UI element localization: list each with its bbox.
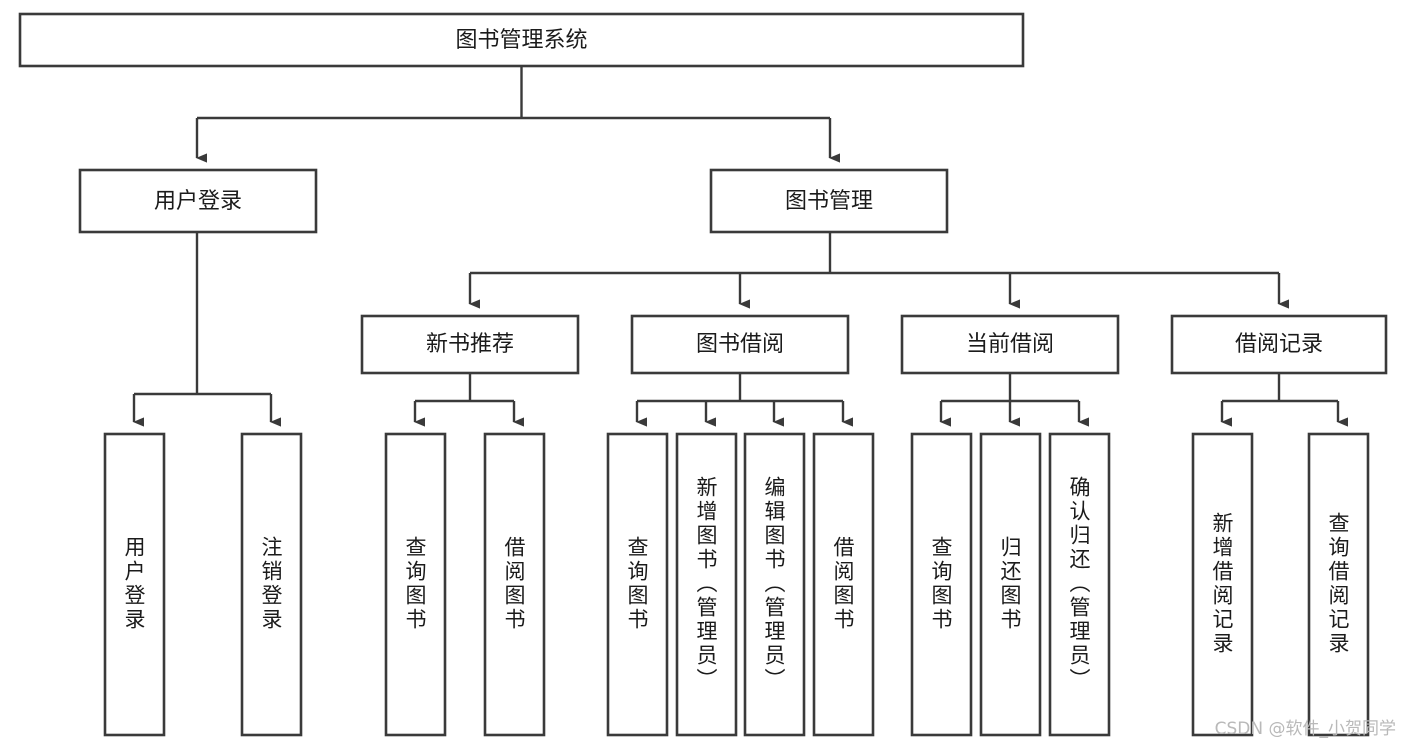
node-leaf-confirm-return-label: 确认归还（管理员） <box>1067 476 1091 692</box>
node-leaf-logout-login-label: 注销登录 <box>259 536 283 632</box>
node-leaf-query-book-1-label: 查询图书 <box>403 536 427 632</box>
node-new-book-recommend-box[interactable] <box>360 314 580 375</box>
node-book-borrow-box[interactable] <box>630 314 850 375</box>
node-leaf-return-book-label: 归还图书 <box>998 536 1022 632</box>
node-leaf-add-record[interactable]: 新增借阅记录 <box>1191 432 1254 737</box>
node-leaf-logout-login-box[interactable] <box>240 432 303 737</box>
node-leaf-query-book-2[interactable]: 查询图书 <box>606 432 669 737</box>
node-leaf-add-book-label: 新增图书（管理员） <box>694 476 718 692</box>
node-leaf-confirm-return-box[interactable] <box>1048 432 1111 737</box>
node-current-borrow-box[interactable] <box>900 314 1120 375</box>
node-leaf-edit-book-label: 编辑图书（管理员） <box>762 476 786 692</box>
connector-layer <box>132 66 1348 427</box>
node-book-manage-label: 图书管理 <box>785 189 873 214</box>
node-book-manage-box[interactable] <box>709 168 949 234</box>
node-leaf-confirm-return[interactable]: 确认归还（管理员） <box>1048 432 1111 737</box>
node-user-login[interactable]: 用户登录 <box>78 168 318 234</box>
node-book-manage[interactable]: 图书管理 <box>709 168 949 234</box>
node-user-login-label: 用户登录 <box>154 189 242 214</box>
node-leaf-add-record-label: 新增借阅记录 <box>1210 512 1234 656</box>
node-leaf-borrow-book-2[interactable]: 借阅图书 <box>812 432 875 737</box>
node-book-borrow[interactable]: 图书借阅 <box>630 314 850 375</box>
node-leaf-query-record[interactable]: 查询借阅记录 <box>1307 432 1370 737</box>
node-leaf-query-book-1[interactable]: 查询图书 <box>384 432 447 737</box>
node-book-borrow-label: 图书借阅 <box>696 332 784 357</box>
node-root-box[interactable] <box>18 12 1025 68</box>
node-leaf-borrow-book-2-label: 借阅图书 <box>831 536 855 632</box>
node-leaf-borrow-book-1-label: 借阅图书 <box>502 536 526 632</box>
node-leaf-query-book-3-label: 查询图书 <box>929 536 953 632</box>
node-borrow-record[interactable]: 借阅记录 <box>1170 314 1388 375</box>
node-leaf-borrow-book-1-box[interactable] <box>483 432 546 737</box>
node-root-label: 图书管理系统 <box>455 28 587 53</box>
node-new-book-recommend-label: 新书推荐 <box>426 332 514 357</box>
node-leaf-user-login[interactable]: 用户登录 <box>103 432 166 737</box>
node-leaf-add-record-box[interactable] <box>1191 432 1254 737</box>
node-current-borrow-label: 当前借阅 <box>966 332 1054 357</box>
node-leaf-query-record-label: 查询借阅记录 <box>1326 512 1350 656</box>
node-leaf-query-book-3[interactable]: 查询图书 <box>910 432 973 737</box>
node-leaf-borrow-book-2-box[interactable] <box>812 432 875 737</box>
node-leaf-query-book-3-box[interactable] <box>910 432 973 737</box>
node-leaf-return-book[interactable]: 归还图书 <box>979 432 1042 737</box>
node-leaf-return-book-box[interactable] <box>979 432 1042 737</box>
node-new-book-recommend[interactable]: 新书推荐 <box>360 314 580 375</box>
node-leaf-edit-book-box[interactable] <box>743 432 806 737</box>
node-borrow-record-box[interactable] <box>1170 314 1388 375</box>
node-leaf-query-book-1-box[interactable] <box>384 432 447 737</box>
node-leaf-add-book[interactable]: 新增图书（管理员） <box>675 432 738 737</box>
node-current-borrow[interactable]: 当前借阅 <box>900 314 1120 375</box>
node-user-login-box[interactable] <box>78 168 318 234</box>
watermark-label: CSDN @软件_小贺同学 <box>1215 719 1396 739</box>
node-leaf-edit-book[interactable]: 编辑图书（管理员） <box>743 432 806 737</box>
node-leaf-query-book-2-label: 查询图书 <box>625 536 649 632</box>
node-leaf-add-book-box[interactable] <box>675 432 738 737</box>
node-leaf-query-record-box[interactable] <box>1307 432 1370 737</box>
node-leaf-logout-login[interactable]: 注销登录 <box>240 432 303 737</box>
node-root[interactable]: 图书管理系统 <box>18 12 1025 68</box>
node-leaf-user-login-label: 用户登录 <box>122 536 146 632</box>
node-leaf-user-login-box[interactable] <box>103 432 166 737</box>
node-leaf-borrow-book-1[interactable]: 借阅图书 <box>483 432 546 737</box>
node-borrow-record-label: 借阅记录 <box>1235 332 1323 357</box>
node-leaf-query-book-2-box[interactable] <box>606 432 669 737</box>
